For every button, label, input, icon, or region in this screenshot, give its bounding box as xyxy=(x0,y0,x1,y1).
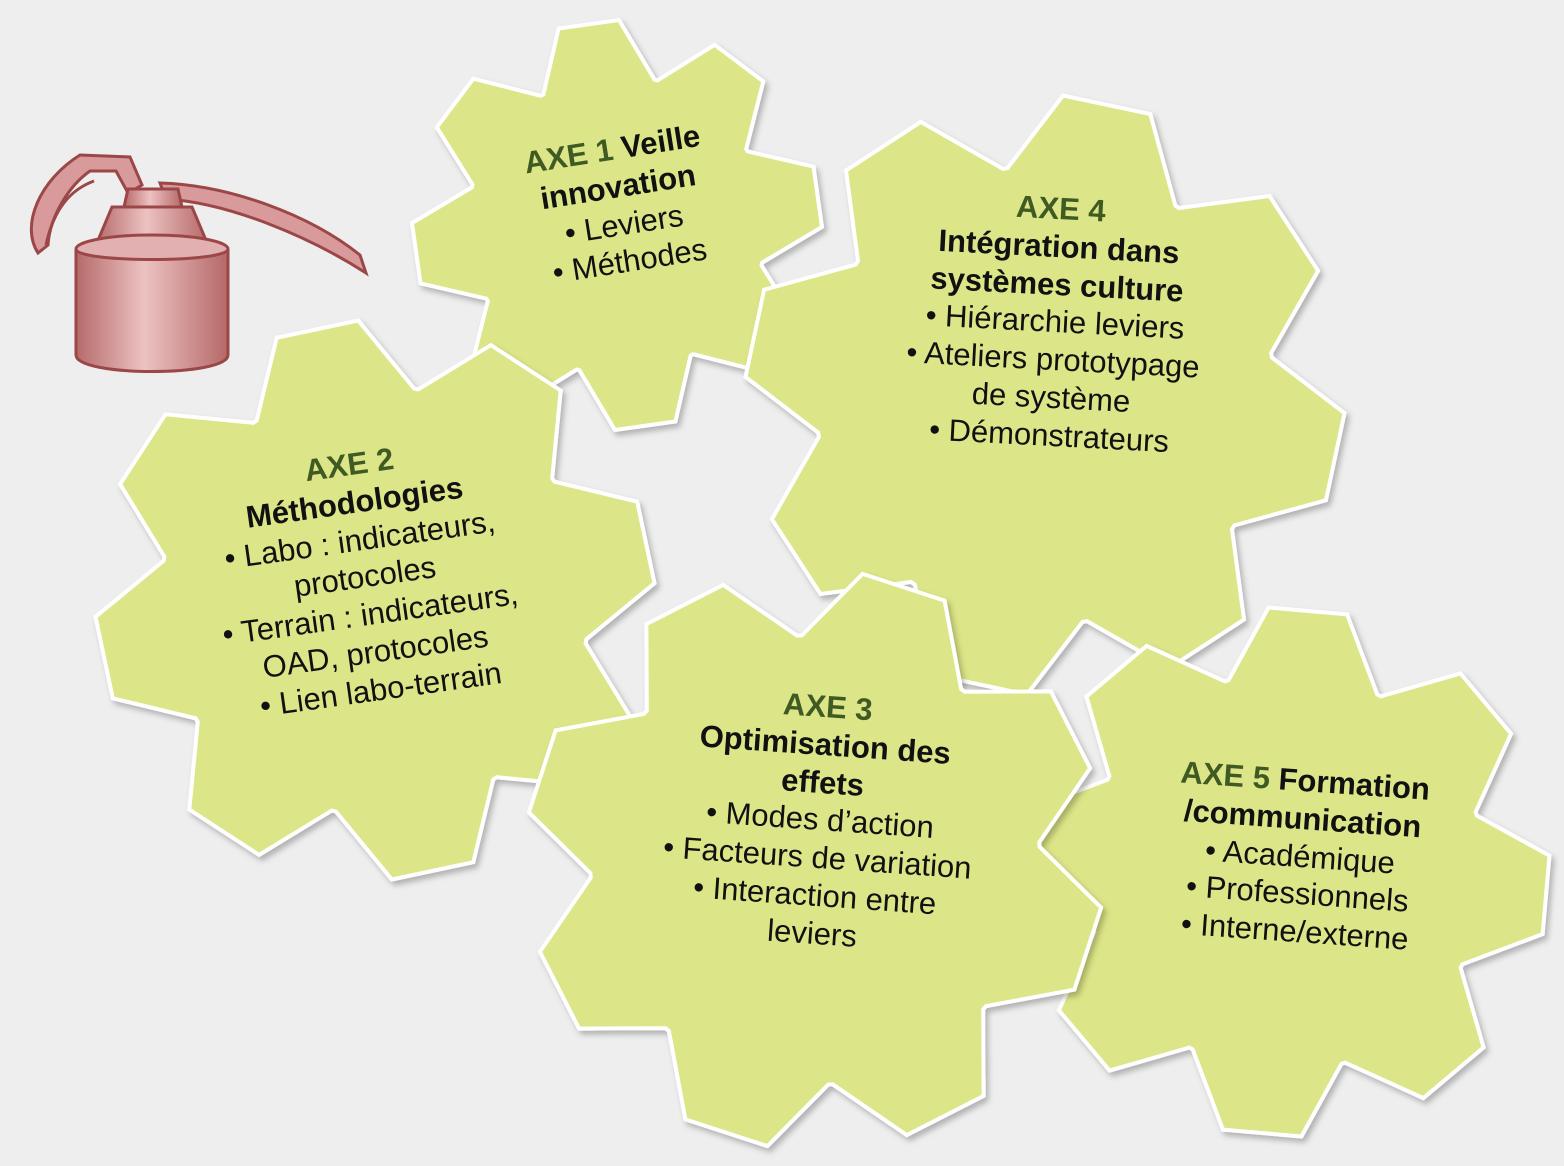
oil-can-icon xyxy=(29,153,369,373)
gear-axe-4: AXE 4 Intégration dans systèmes culture … xyxy=(888,182,1221,463)
gear-axe-3-shape xyxy=(526,571,1104,1149)
gear-axe-3: AXE 3 Optimisation des effets • Modes d’… xyxy=(646,677,994,964)
gear-axe-2: AXE 2 Méthodologies • Labo : indicateurs… xyxy=(173,422,556,733)
axe-label: AXE 5 xyxy=(1179,754,1272,796)
gear-axe-5: AXE 5 Formation /communication • Académi… xyxy=(1124,750,1476,962)
gear-axe-4-shape xyxy=(743,93,1347,697)
